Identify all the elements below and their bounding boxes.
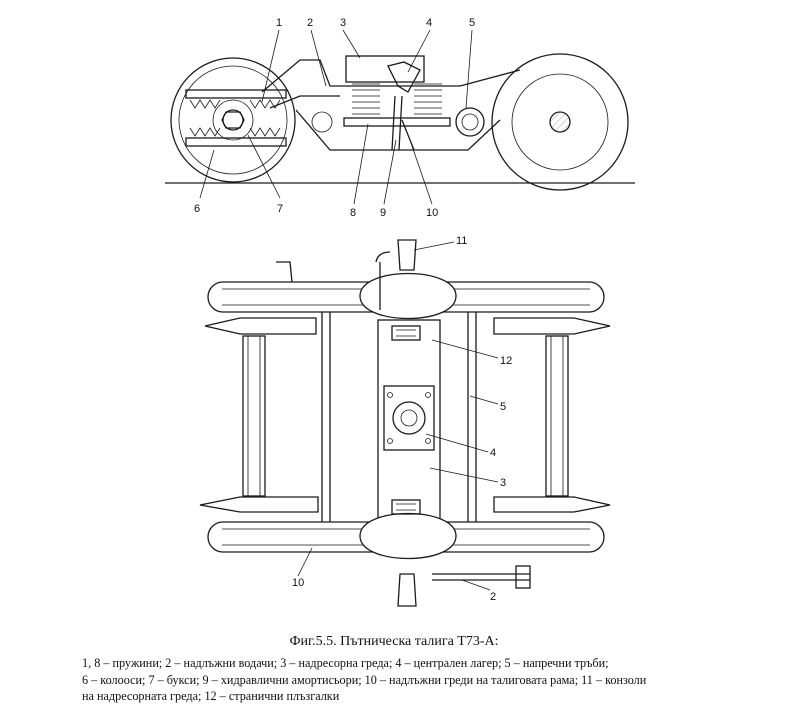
right-wheelset [493,317,611,513]
bolster-beam [345,55,425,83]
legend-line: 6 – колооси; 7 – букси; 9 – хидравлични … [82,672,647,687]
side-label-7: 7 [277,203,283,215]
side-label-3: 3 [340,17,346,29]
top-label-2: 2 [490,591,496,603]
legend-line: на надресорната греда; 12 – странични пл… [82,689,340,703]
side-view: 1 2 3 4 5 6 7 8 9 10 [165,17,635,219]
top-bolster-beam [377,319,441,521]
figure-legend: 1, 8 – пружини; 2 – надлъжни водачи; 3 –… [82,655,714,705]
side-label-2: 2 [307,17,313,29]
side-label-8: 8 [350,207,356,219]
bogie-drawing: 1 2 3 4 5 6 7 8 9 10 [165,17,635,607]
top-label-3: 3 [500,477,506,489]
side-label-9: 9 [380,207,386,219]
left-wheelset [199,317,319,513]
top-label-4: 4 [490,447,496,459]
top-label-10: 10 [292,577,304,589]
side-label-6: 6 [194,203,200,215]
top-label-11: 11 [456,235,467,247]
top-label-12: 12 [500,355,512,367]
left-wheel [170,57,296,183]
top-view: 11 12 5 4 3 10 2 [199,235,611,607]
side-label-5: 5 [469,17,475,29]
legend-line: 1, 8 – пружини; 2 – надлъжни водачи; 3 –… [82,656,609,670]
side-label-10: 10 [426,207,438,219]
right-wheel [491,53,629,191]
top-label-5: 5 [500,401,506,413]
figure-caption: Фиг.5.5. Пътническа талига Т73-А: [289,634,499,649]
side-label-4: 4 [426,17,432,29]
side-label-1: 1 [276,17,282,29]
left-axlebox [185,89,287,147]
